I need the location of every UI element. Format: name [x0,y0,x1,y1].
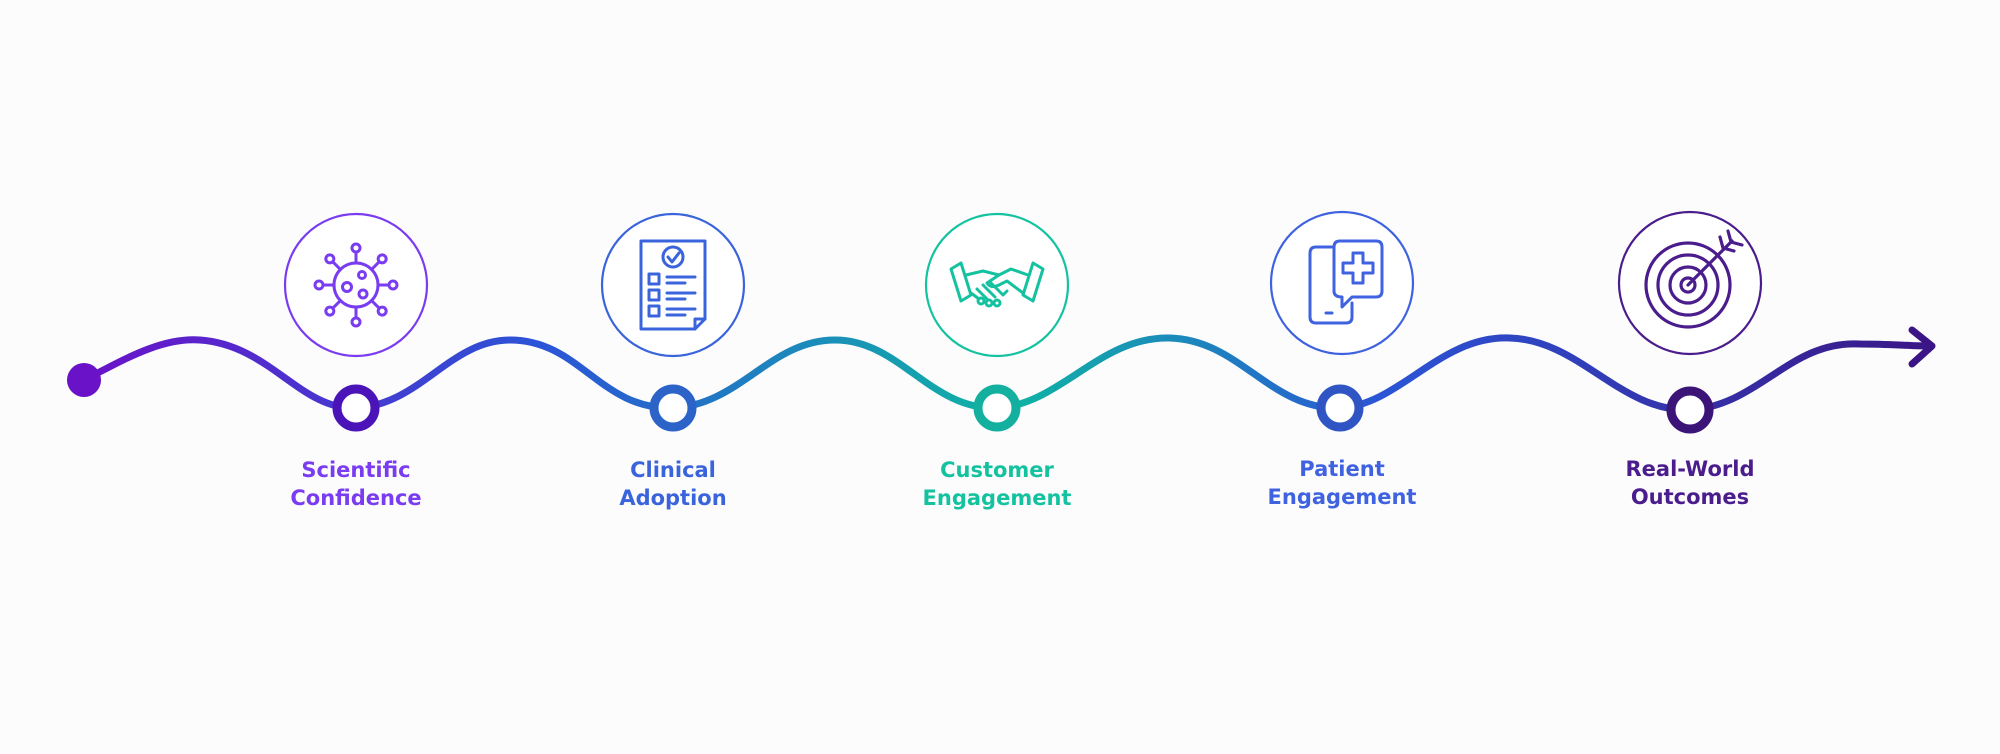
medical-chat-icon [1269,210,1415,356]
timeline-node [1316,384,1364,432]
timeline-node [649,384,697,432]
timeline-arrowhead [1908,326,1936,368]
icon-circle [1269,210,1415,356]
stage-label-line2: Engagement [1267,485,1417,509]
timeline-node [973,384,1021,432]
virus-icon [283,212,429,358]
stage-label-line2: Outcomes [1630,485,1750,509]
icon-circle [600,212,746,358]
timeline-start-dot [67,363,101,397]
stage-label-line1: Clinical [630,458,716,482]
stage-label-line1: Customer [940,458,1054,482]
stage-label-line2: Engagement [922,486,1072,510]
stage-label-line1: Real-World [1625,457,1755,481]
stage-label-line2: Adoption [619,486,727,510]
timeline-node [1666,386,1714,434]
stage-label-line1: Scientific [301,458,411,482]
clipboard-checklist-icon [600,212,746,358]
handshake-icon [924,212,1070,358]
icon-circle [283,212,429,358]
target-icon [1617,210,1763,356]
stage-label-line2: Confidence [290,486,422,510]
timeline-node [332,384,380,432]
stage-label-line1: Patient [1299,457,1385,481]
